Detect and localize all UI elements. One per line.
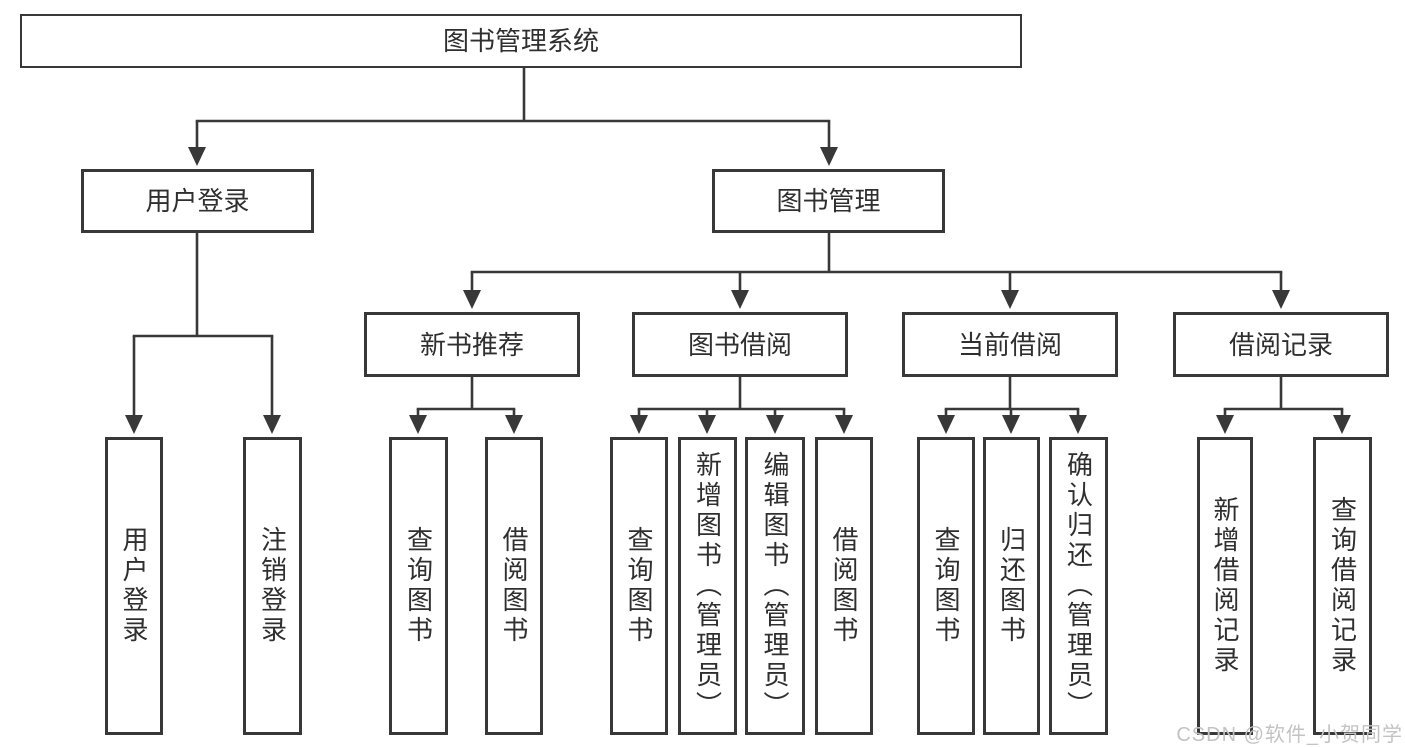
leaf-add-book-admin: 新增图书（管理员） (678, 437, 737, 735)
node-user-login: 用户登录 (81, 169, 314, 233)
leaf-query-book-1: 查询图书 (389, 437, 448, 735)
node-book-borrowing: 图书借阅 (632, 312, 848, 377)
leaf-confirm-return-admin: 确认归还（管理员） (1049, 437, 1108, 735)
leaf-logout: 注销登录 (243, 437, 302, 735)
csdn-watermark: CSDN @软件_小贺同学 (1176, 724, 1403, 746)
leaf-borrow-book-1: 借阅图书 (485, 437, 543, 735)
node-new-book-recommendation: 新书推荐 (364, 312, 580, 377)
node-book-management: 图书管理 (712, 169, 945, 233)
leaf-edit-book-admin: 编辑图书（管理员） (745, 437, 805, 735)
node-borrowing-record: 借阅记录 (1173, 312, 1389, 377)
node-current-borrowing: 当前借阅 (902, 312, 1118, 377)
leaf-query-borrow-record: 查询借阅记录 (1313, 437, 1372, 735)
leaf-query-book-2: 查询图书 (610, 437, 668, 735)
leaf-user-login: 用户登录 (105, 437, 163, 735)
leaf-query-book-3: 查询图书 (917, 437, 975, 735)
node-library-management-system: 图书管理系统 (20, 14, 1022, 68)
leaf-add-borrow-record: 新增借阅记录 (1197, 437, 1253, 735)
leaf-borrow-book-2: 借阅图书 (815, 437, 873, 735)
leaf-return-book: 归还图书 (983, 437, 1040, 735)
